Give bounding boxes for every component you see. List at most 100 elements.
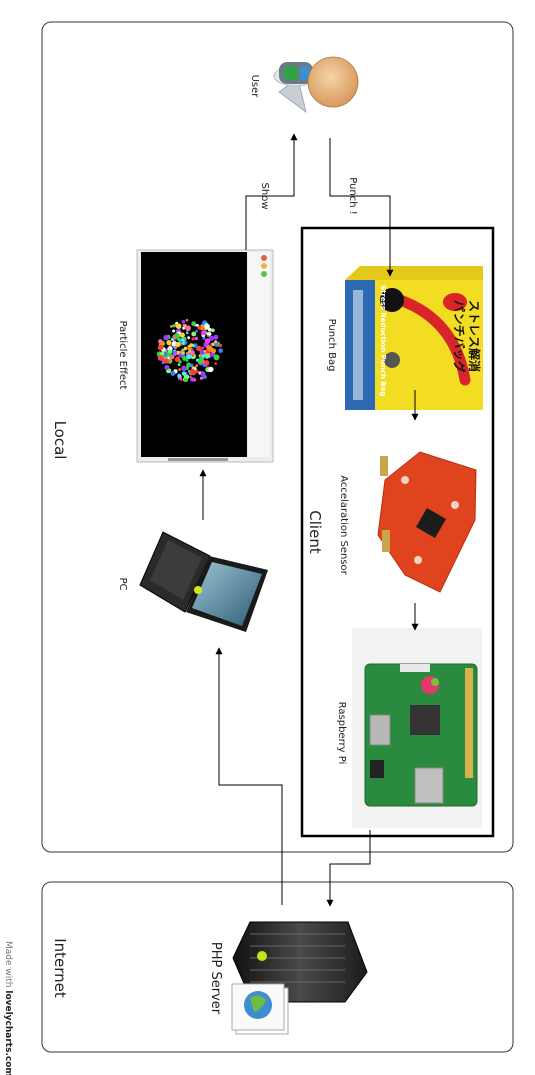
local-group-label: Local <box>51 421 69 460</box>
acceleration-sensor-image <box>377 451 477 593</box>
particle-dot <box>178 360 182 364</box>
particle-dot <box>204 323 210 330</box>
particle-dot <box>181 352 185 355</box>
particle-dot <box>191 344 195 347</box>
particle-dot <box>214 362 217 365</box>
punch-bag-label: Punch Bag <box>326 319 337 372</box>
punch-bag-image: ストレス解消 パンチバッグ Stress Reduction Punch Bag <box>345 266 483 410</box>
particle-dot <box>213 354 220 361</box>
particle-dot <box>208 335 214 341</box>
particle-dot <box>185 359 189 362</box>
particle-dot <box>199 349 205 355</box>
particle-dot <box>185 331 189 335</box>
particle-dot <box>200 371 206 377</box>
particle-dot <box>160 351 165 357</box>
particle-dot <box>200 327 203 331</box>
particle-dot <box>191 331 197 337</box>
particle-dot <box>175 341 181 348</box>
client-group <box>300 226 495 838</box>
punch-bag-box-text-3: Stress Reduction Punch Bag <box>379 285 387 396</box>
acceleration-sensor-label: Accelaration Sensor <box>338 475 349 575</box>
particle-dot <box>174 357 180 362</box>
edge-raspberry-pi-to-server <box>326 830 371 907</box>
particle-dot <box>182 326 186 330</box>
particle-dot <box>191 337 195 341</box>
particle-dot <box>185 351 190 356</box>
particle-dot <box>190 348 194 352</box>
particle-dot <box>174 346 177 350</box>
particle-dot <box>195 364 198 368</box>
particle-dot <box>181 365 187 372</box>
particle-dot <box>179 332 185 338</box>
pc-label: PC <box>117 577 128 590</box>
particle-dot <box>186 354 192 360</box>
particle-dot <box>189 363 194 368</box>
particle-dot <box>211 328 215 333</box>
particle-dot <box>204 338 211 344</box>
particle-dot <box>192 343 198 348</box>
php-server-label: PHP Server <box>208 942 223 1015</box>
user-label: User <box>249 75 260 99</box>
particle-dot <box>170 371 176 376</box>
particle-dot <box>191 366 195 370</box>
particle-dot <box>174 332 180 339</box>
particle-dot <box>207 327 212 332</box>
local-group <box>41 21 514 853</box>
particle-dot <box>164 365 170 370</box>
particle-dot <box>189 369 196 375</box>
particle-dot <box>195 329 198 333</box>
edge-user-to-punch-bag <box>329 138 394 277</box>
php-server-icon <box>231 921 368 1035</box>
particle-dot <box>195 369 199 374</box>
particle-dot <box>202 336 206 340</box>
particle-dot <box>194 336 199 341</box>
particle-dot <box>170 325 173 328</box>
particle-dot <box>206 332 210 336</box>
particle-dot <box>196 345 202 352</box>
particle-dot <box>208 366 214 373</box>
particle-dot <box>170 354 175 360</box>
particle-dot <box>191 321 197 327</box>
particle-dot <box>204 360 210 366</box>
particle-dot <box>182 356 188 361</box>
particle-dot <box>201 346 205 350</box>
particle-dot <box>180 378 183 381</box>
particle-dot <box>201 354 205 358</box>
particle-dot <box>199 376 204 380</box>
particle-dot <box>164 358 170 364</box>
particle-dot <box>214 340 218 344</box>
particle-dot <box>196 323 199 327</box>
particle-dot <box>181 320 186 324</box>
particle-dot <box>192 378 197 382</box>
particle-dot <box>158 355 164 360</box>
client-group-label: Client <box>306 510 324 554</box>
particle-dot <box>168 359 172 363</box>
particle-dot <box>218 348 223 354</box>
particle-dot <box>161 361 165 365</box>
particle-dot <box>218 343 223 348</box>
raspberry-pi-image <box>352 628 482 828</box>
particle-dot <box>177 373 182 378</box>
particle-dot <box>183 378 188 383</box>
particle-dot <box>181 371 187 376</box>
particle-dot <box>176 337 181 342</box>
particle-dot <box>174 352 178 356</box>
particle-dot <box>172 329 176 333</box>
particle-dot <box>185 318 189 322</box>
credit-brand: lovelycharts.com <box>3 990 13 1075</box>
particle-cloud <box>156 318 223 383</box>
raspberry-pi-label: Raspberry Pi <box>336 702 347 765</box>
user-icon <box>273 56 359 113</box>
punch-bag-box-text-1: ストレス解消 <box>467 300 482 372</box>
particle-dot <box>201 330 207 336</box>
particle-dot <box>183 346 188 351</box>
particle-dot <box>187 346 191 351</box>
particle-dot <box>213 334 219 340</box>
particle-dot <box>180 340 183 344</box>
particle-dot <box>168 349 173 354</box>
particle-dot <box>187 336 191 340</box>
credit-text: Made with lovelycharts.com <box>3 941 13 1075</box>
internet-group-label: Internet <box>51 938 69 998</box>
particle-dot <box>177 363 181 367</box>
